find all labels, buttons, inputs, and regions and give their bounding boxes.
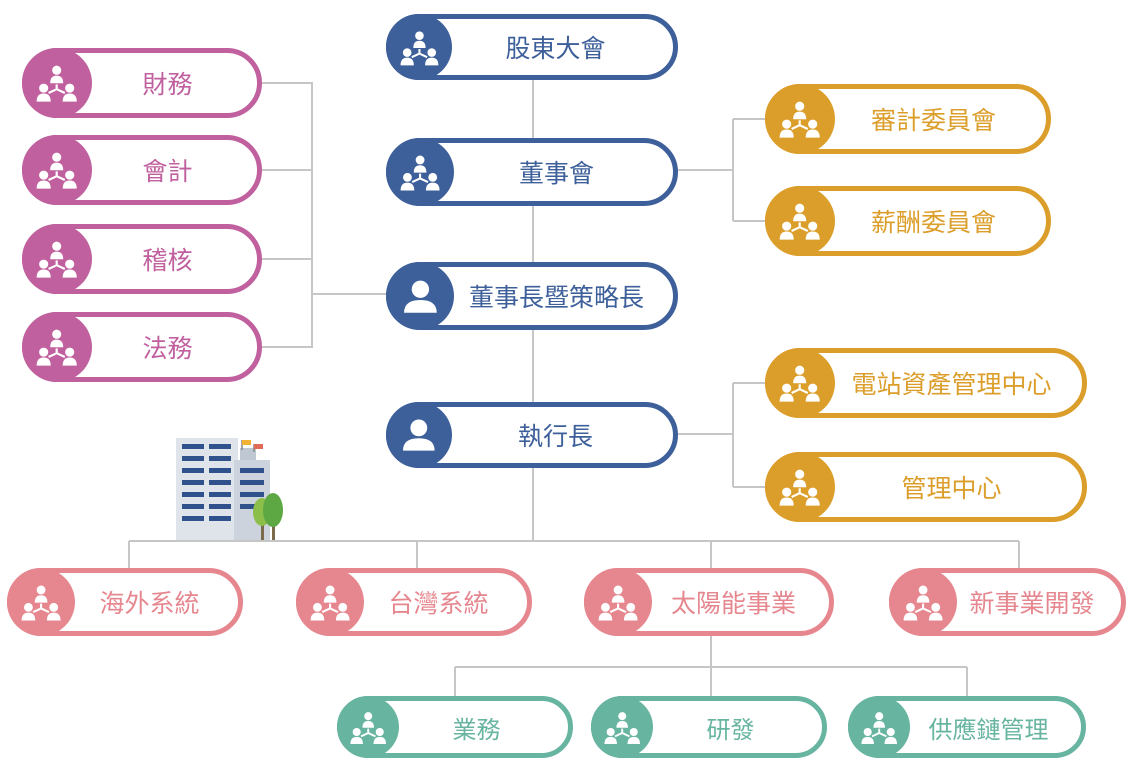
node-label: 會計	[142, 157, 193, 186]
node-ceo: 執行長	[386, 402, 678, 468]
connector-committees-bracket	[678, 118, 765, 222]
node-label: 台灣系統	[388, 589, 489, 618]
group-icon	[765, 452, 835, 522]
group-icon	[386, 14, 452, 80]
connector-staff-bracket	[262, 82, 386, 348]
node-label: 太陽能事業	[670, 589, 796, 618]
group-icon	[591, 696, 653, 758]
group-icon	[296, 568, 364, 636]
node-legal: 法務	[22, 312, 262, 382]
group-icon	[386, 138, 454, 206]
node-label: 研發	[706, 715, 755, 744]
node-label: 董事會	[518, 159, 594, 188]
node-label: 執行長	[517, 422, 593, 451]
node-board: 董事會	[386, 138, 678, 206]
node-label: 法務	[142, 334, 193, 363]
person-icon	[386, 262, 454, 330]
node-label: 審計委員會	[870, 106, 996, 135]
node-label: 稽核	[142, 246, 193, 275]
group-icon	[22, 48, 92, 118]
node-overseas-systems: 海外系統	[7, 568, 243, 636]
node-label: 業務	[452, 715, 501, 744]
node-label: 新事業開發	[969, 589, 1095, 618]
group-icon	[337, 696, 399, 758]
node-sales: 業務	[337, 696, 573, 758]
group-icon	[22, 224, 92, 294]
node-supply-chain: 供應鏈管理	[848, 696, 1086, 758]
connector-centers-bracket	[678, 382, 765, 488]
node-taiwan-systems: 台灣系統	[296, 568, 532, 636]
node-label: 股東大會	[505, 34, 606, 63]
node-audit: 稽核	[22, 224, 262, 294]
node-label: 電站資產管理中心	[851, 370, 1052, 399]
group-icon	[765, 186, 835, 256]
node-accounting: 會計	[22, 135, 262, 205]
group-icon	[848, 696, 910, 758]
node-remuneration-committee: 薪酬委員會	[765, 186, 1051, 256]
node-solar-business: 太陽能事業	[584, 568, 834, 636]
node-rnd: 研發	[591, 696, 827, 758]
node-label: 財務	[142, 70, 193, 99]
office-building-icon	[176, 438, 283, 540]
node-shareholders: 股東大會	[386, 14, 678, 80]
group-icon	[889, 568, 957, 636]
node-label: 董事長暨策略長	[468, 283, 644, 312]
group-icon	[22, 135, 92, 205]
connector-solar-subunits	[454, 636, 968, 696]
node-new-business: 新事業開發	[889, 568, 1126, 636]
node-label: 管理中心	[901, 474, 1002, 503]
node-label: 薪酬委員會	[870, 208, 996, 237]
node-label: 海外系統	[99, 589, 200, 618]
node-management-center: 管理中心	[765, 452, 1087, 522]
group-icon	[584, 568, 652, 636]
node-finance: 財務	[22, 48, 262, 118]
group-icon	[7, 568, 75, 636]
connector-units-row	[128, 540, 1020, 568]
node-power-plant-center: 電站資產管理中心	[765, 348, 1087, 418]
person-icon	[386, 402, 452, 468]
group-icon	[765, 348, 835, 418]
group-icon	[765, 84, 835, 154]
node-label: 供應鏈管理	[928, 715, 1049, 744]
group-icon	[22, 312, 92, 382]
node-chairman-strategy: 董事長暨策略長	[386, 262, 678, 330]
node-audit-committee: 審計委員會	[765, 84, 1051, 154]
